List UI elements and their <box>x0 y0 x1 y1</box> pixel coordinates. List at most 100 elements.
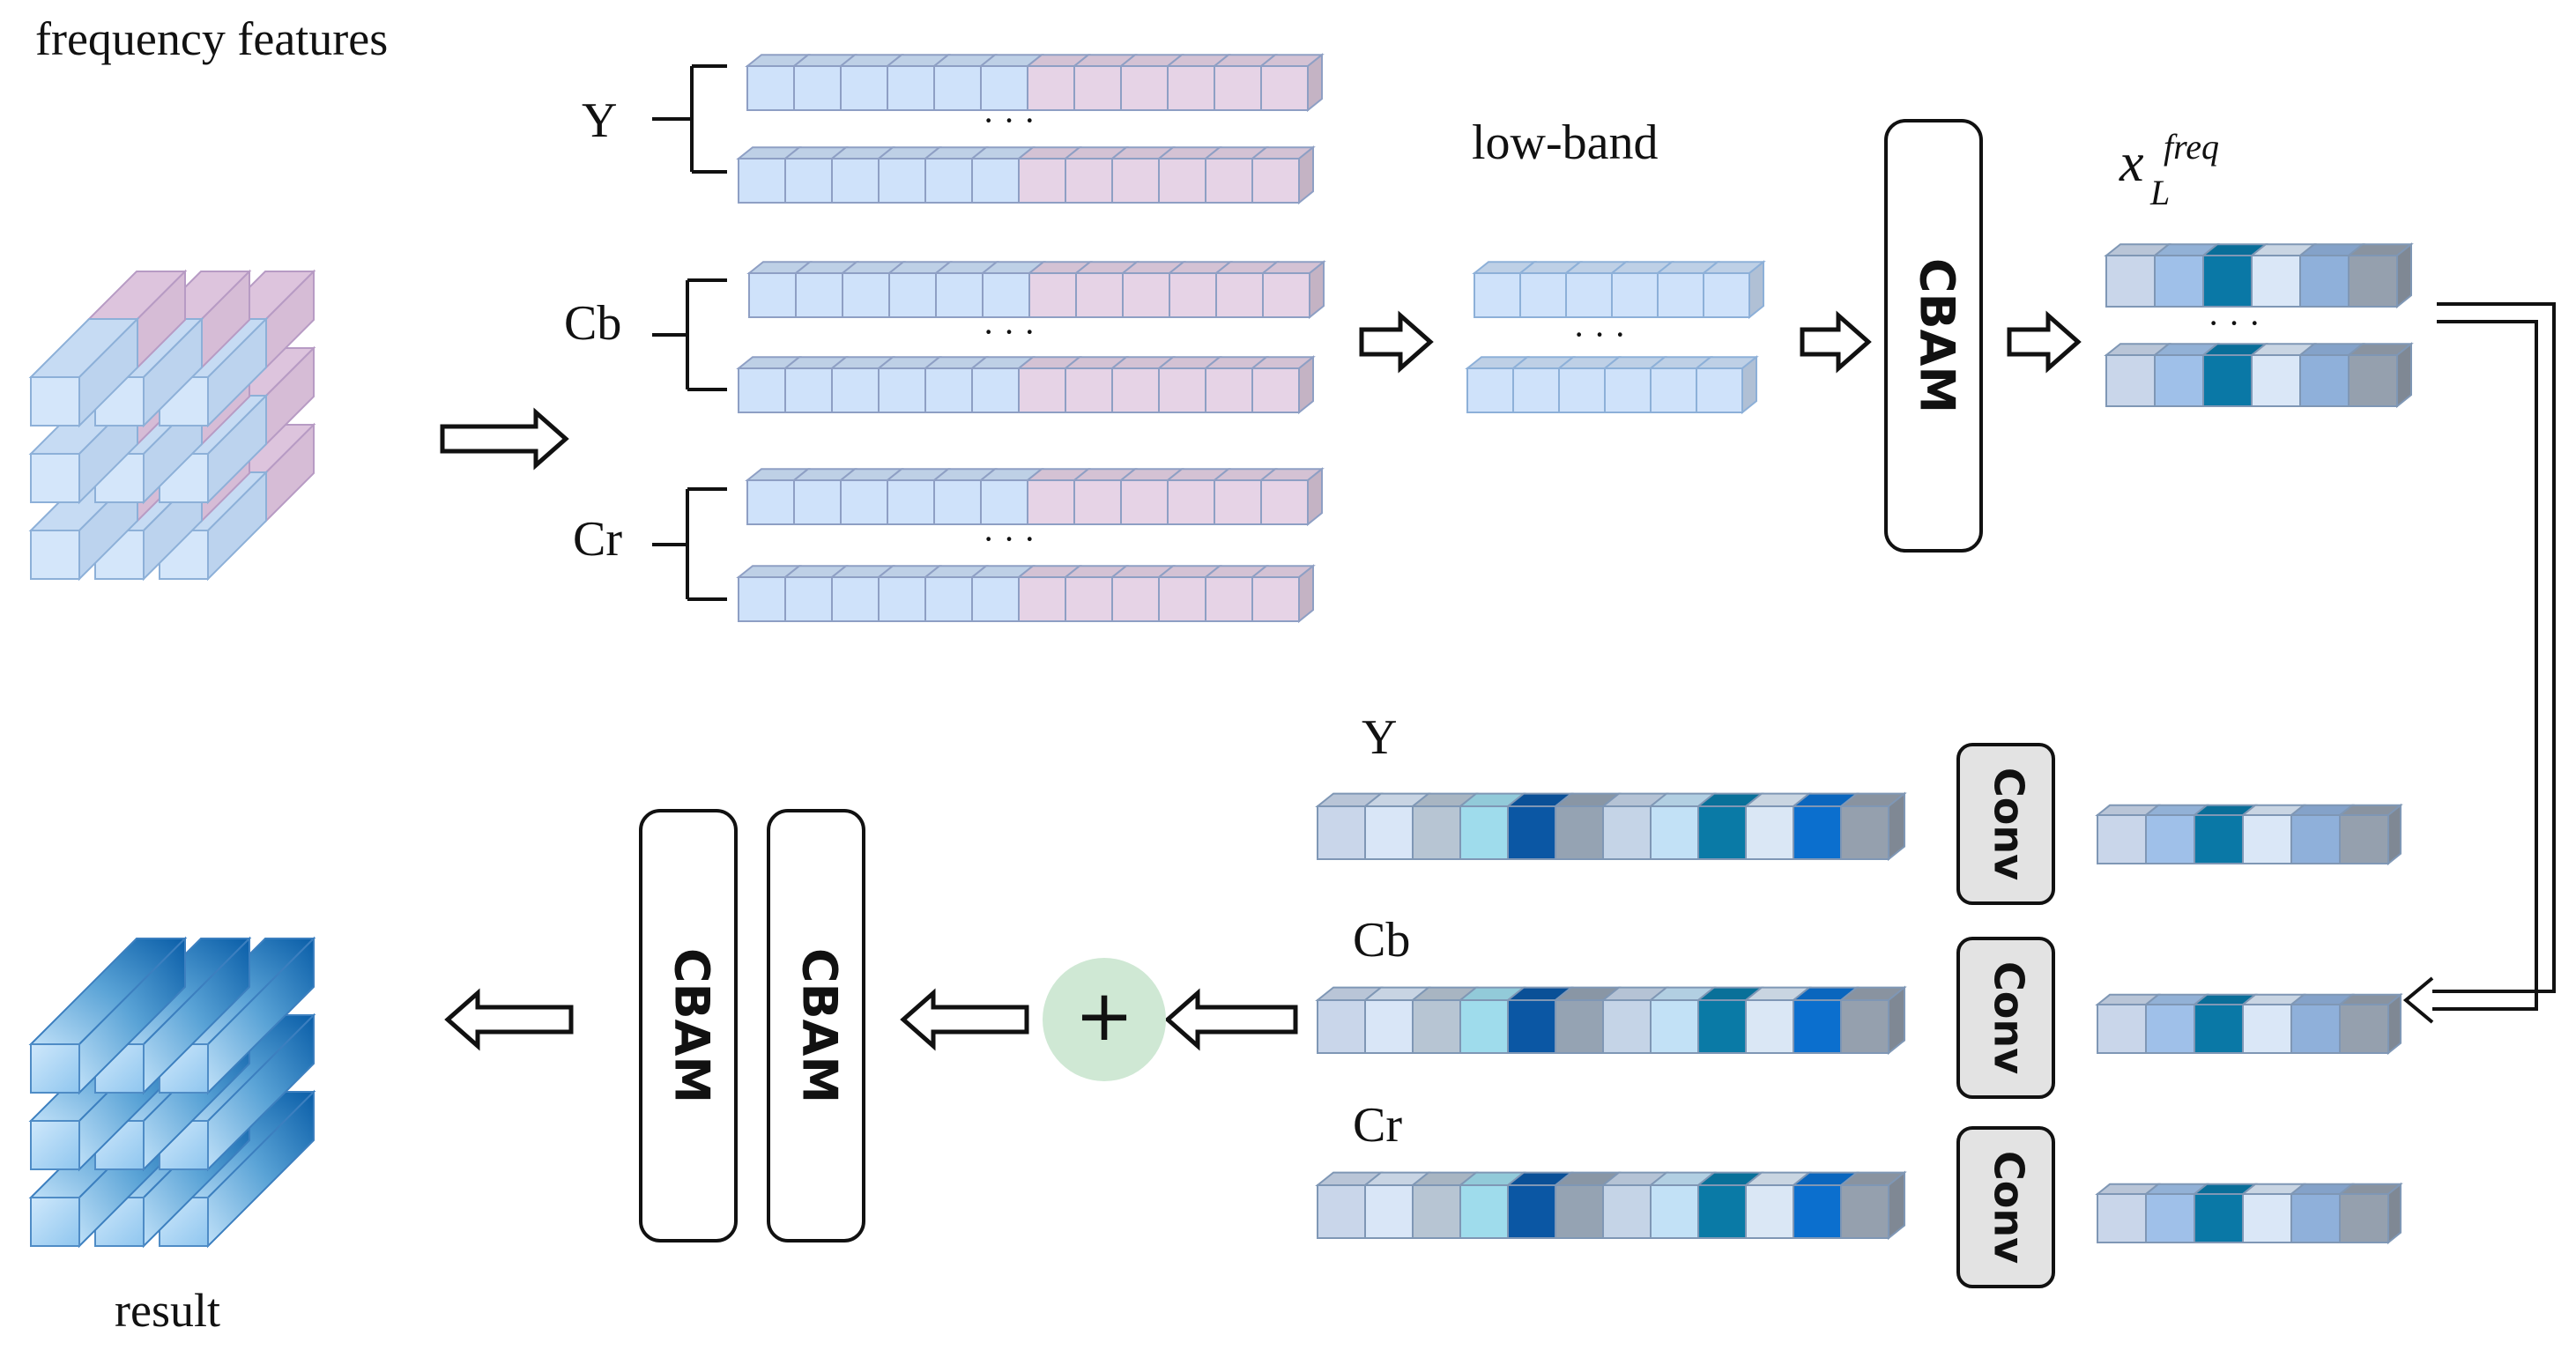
bar-cell <box>831 576 880 622</box>
cr-bar-2 <box>736 564 1316 624</box>
mix-bar-y <box>1315 791 1907 862</box>
bar-cell <box>1459 1184 1509 1239</box>
bar-cell <box>1364 999 1414 1054</box>
bar-cell <box>1604 367 1652 413</box>
bar-cell <box>1555 805 1604 860</box>
bar-cell-side <box>1748 260 1764 320</box>
bar-cell <box>784 367 833 413</box>
bar-cell <box>2251 255 2301 308</box>
cb-bar-1 <box>746 260 1326 320</box>
bar-cell <box>1073 65 1122 111</box>
bar-cell <box>1120 479 1169 525</box>
bar-cell <box>1214 65 1262 111</box>
bar-cell <box>1840 1184 1889 1239</box>
bar-cell <box>1317 805 1366 860</box>
bar-cell <box>1697 1184 1747 1239</box>
bracket-cb <box>652 278 727 391</box>
bar-cell <box>935 272 984 318</box>
channel-brackets <box>652 64 727 601</box>
bar-cell <box>1507 999 1556 1054</box>
bar-cell <box>1111 367 1160 413</box>
input-rod <box>28 269 188 428</box>
cbam-block-left-1: CBAM <box>639 809 738 1242</box>
xfreq-bar-2 <box>2104 342 2414 409</box>
bar-cell-side <box>1307 53 1323 113</box>
bar-cell <box>1840 999 1889 1054</box>
bar-cell <box>1317 999 1366 1054</box>
bar-cell <box>2154 255 2204 308</box>
bar-cell <box>1215 272 1264 318</box>
bar-cell <box>1260 65 1309 111</box>
arrow-input-to-channels <box>440 407 569 471</box>
conv-out-bar-3 <box>2095 1182 2403 1245</box>
bar-cell <box>1745 1184 1794 1239</box>
bar-cell <box>1317 1184 1366 1239</box>
bar-cell <box>1364 1184 1414 1239</box>
low-band-bar-2 <box>1465 355 1759 415</box>
bar-cell <box>1158 158 1206 204</box>
bar-cell <box>2105 354 2156 407</box>
bar-cell-side <box>2396 242 2412 309</box>
bar-cell <box>2194 1004 2244 1054</box>
bar-cell <box>1703 272 1750 318</box>
bar-cell-side <box>2396 342 2412 409</box>
conv-1-text: Conv <box>1986 768 2033 880</box>
bar-cell-side <box>2387 803 2402 866</box>
input-feature-cube <box>28 269 316 582</box>
conv-block-1: Conv <box>1956 743 2055 905</box>
bar-cell <box>1697 999 1747 1054</box>
bar-cell <box>1027 479 1075 525</box>
bar-cell <box>878 158 926 204</box>
bar-cell <box>1466 367 1514 413</box>
bracket-cr <box>652 487 727 601</box>
bar-cell <box>1251 158 1300 204</box>
bar-cell <box>1697 805 1747 860</box>
long-connector-arrow <box>2402 302 2556 1024</box>
bar-cell <box>1459 999 1509 1054</box>
bar-cell <box>980 65 1028 111</box>
bar-cell <box>2299 255 2350 308</box>
bar-cell <box>1555 999 1604 1054</box>
bracket-y <box>652 64 727 174</box>
bar-cell <box>2242 1004 2292 1054</box>
channel-label-y-bottom: Y <box>1362 710 1397 765</box>
result-feature-cube <box>28 936 316 1249</box>
bar-cell <box>2154 354 2204 407</box>
bar-cell <box>2202 354 2253 407</box>
bar-cell <box>795 272 843 318</box>
xfreq-bar-1 <box>2104 242 2414 309</box>
feature-bars <box>736 53 2414 1245</box>
bar-cell <box>1650 999 1699 1054</box>
bar-cell <box>1840 805 1889 860</box>
bar-cell-side <box>1741 355 1757 415</box>
bar-cell <box>1205 367 1253 413</box>
bar-cell <box>746 65 795 111</box>
conv-out-bar-2 <box>2095 992 2403 1056</box>
arrow-to-result <box>444 988 574 1051</box>
cbam-block-top: CBAM <box>1884 119 1983 553</box>
bar-cell <box>1657 272 1704 318</box>
rod-front <box>30 1197 80 1247</box>
bar-cell <box>2290 1004 2341 1054</box>
low-band-label: low-band <box>1472 115 1659 170</box>
cb-bar-2 <box>736 355 1316 415</box>
bar-cell <box>1028 272 1077 318</box>
bar-cell <box>980 479 1028 525</box>
bar-cell <box>2105 255 2156 308</box>
bar-cell <box>1696 367 1743 413</box>
bar-cell <box>1611 272 1659 318</box>
bar-cell <box>1459 805 1509 860</box>
bar-cell <box>1214 479 1262 525</box>
bar-cell <box>1602 1184 1652 1239</box>
bar-cell-side <box>2387 1182 2402 1245</box>
ellipsis-xfreq: · · · <box>2208 303 2260 343</box>
bar-cell <box>971 158 1020 204</box>
rod-front <box>30 1120 80 1170</box>
bar-cell-side <box>1298 145 1314 205</box>
flow-arrows <box>440 310 2082 1051</box>
cbam-top-text: CBAM <box>1909 258 1964 413</box>
bar-cell <box>1111 158 1160 204</box>
bar-cell <box>1555 1184 1604 1239</box>
bar-cell <box>1027 65 1075 111</box>
bar-cell <box>2242 814 2292 864</box>
